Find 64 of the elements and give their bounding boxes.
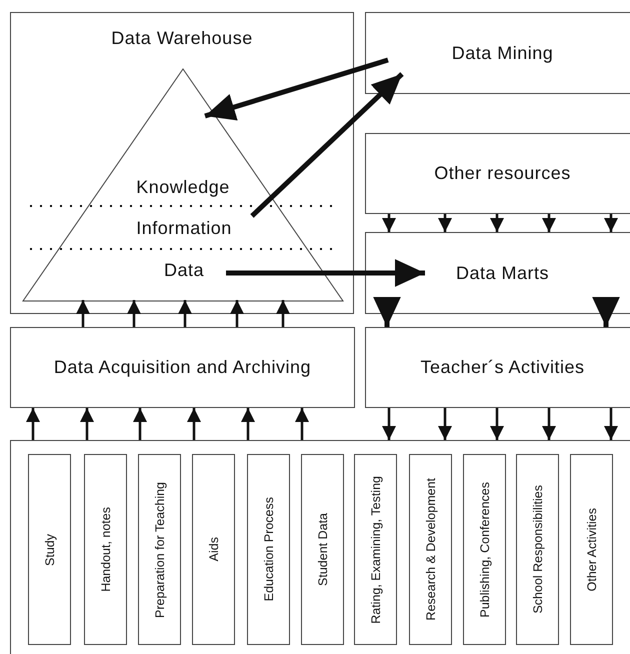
box-title: Data Marts xyxy=(454,262,550,284)
activity-label: Education Process xyxy=(262,497,276,602)
arrow xyxy=(80,408,94,440)
activity-label: Publishing, Conferences xyxy=(478,482,492,618)
process-box xyxy=(365,12,630,94)
activity-box xyxy=(354,454,397,645)
activity-box xyxy=(192,454,235,645)
box-title: Other resources xyxy=(433,162,572,185)
process-box xyxy=(365,232,630,314)
arrow xyxy=(76,300,90,327)
process-box xyxy=(10,12,354,314)
activity-box xyxy=(28,454,71,645)
arrow xyxy=(230,300,244,327)
process-box xyxy=(365,327,630,408)
arrow xyxy=(490,408,504,440)
process-box xyxy=(365,133,630,214)
arrow xyxy=(438,214,452,232)
box-title: Data Acquisition and Archiving xyxy=(52,356,312,379)
arrow xyxy=(542,408,556,440)
arrow xyxy=(382,214,396,232)
arrow xyxy=(276,300,290,327)
activity-box xyxy=(409,454,452,645)
box-title: Data Mining xyxy=(450,42,554,64)
activity-box xyxy=(516,454,559,645)
activity-label: Other Activities xyxy=(584,508,598,592)
activity-label: Preparation for Teaching xyxy=(152,482,166,618)
arrow xyxy=(133,408,147,440)
pyramid-level-text: Knowledge xyxy=(135,176,231,199)
activity-label: Student Data xyxy=(316,513,330,586)
box-title: Data Warehouse xyxy=(110,27,254,50)
pyramid-level-text: Data xyxy=(162,259,206,282)
arrow xyxy=(26,408,40,440)
activity-label: Rating, Examining, Testing xyxy=(368,476,382,624)
arrow xyxy=(250,72,404,218)
arrow xyxy=(204,58,389,120)
activity-label: Study xyxy=(42,534,56,566)
process-box xyxy=(10,327,355,408)
activity-box xyxy=(138,454,181,645)
activity-label: School Responsibilities xyxy=(530,485,544,614)
arrow xyxy=(226,259,425,287)
arrow xyxy=(187,408,201,440)
arrow xyxy=(241,408,255,440)
box-title: Teacher´s Activities xyxy=(419,356,586,379)
activity-box xyxy=(84,454,127,645)
activity-box xyxy=(247,454,290,645)
arrow xyxy=(604,408,618,440)
activities-panel xyxy=(10,440,630,654)
arrow xyxy=(438,408,452,440)
arrow xyxy=(542,214,556,232)
activity-label: Aids xyxy=(206,537,220,562)
activity-label: Research & Development xyxy=(424,478,438,621)
arrow xyxy=(127,300,141,327)
arrow xyxy=(373,297,401,327)
arrow xyxy=(382,408,396,440)
arrow xyxy=(592,297,620,327)
arrow xyxy=(295,408,309,440)
activity-box xyxy=(570,454,613,645)
arrow xyxy=(178,300,192,327)
arrow xyxy=(490,214,504,232)
pyramid-level-text: Information xyxy=(135,217,233,240)
activity-box xyxy=(301,454,344,645)
arrow xyxy=(604,214,618,232)
activity-box xyxy=(463,454,506,645)
activity-label: Handout, notes xyxy=(98,507,112,592)
